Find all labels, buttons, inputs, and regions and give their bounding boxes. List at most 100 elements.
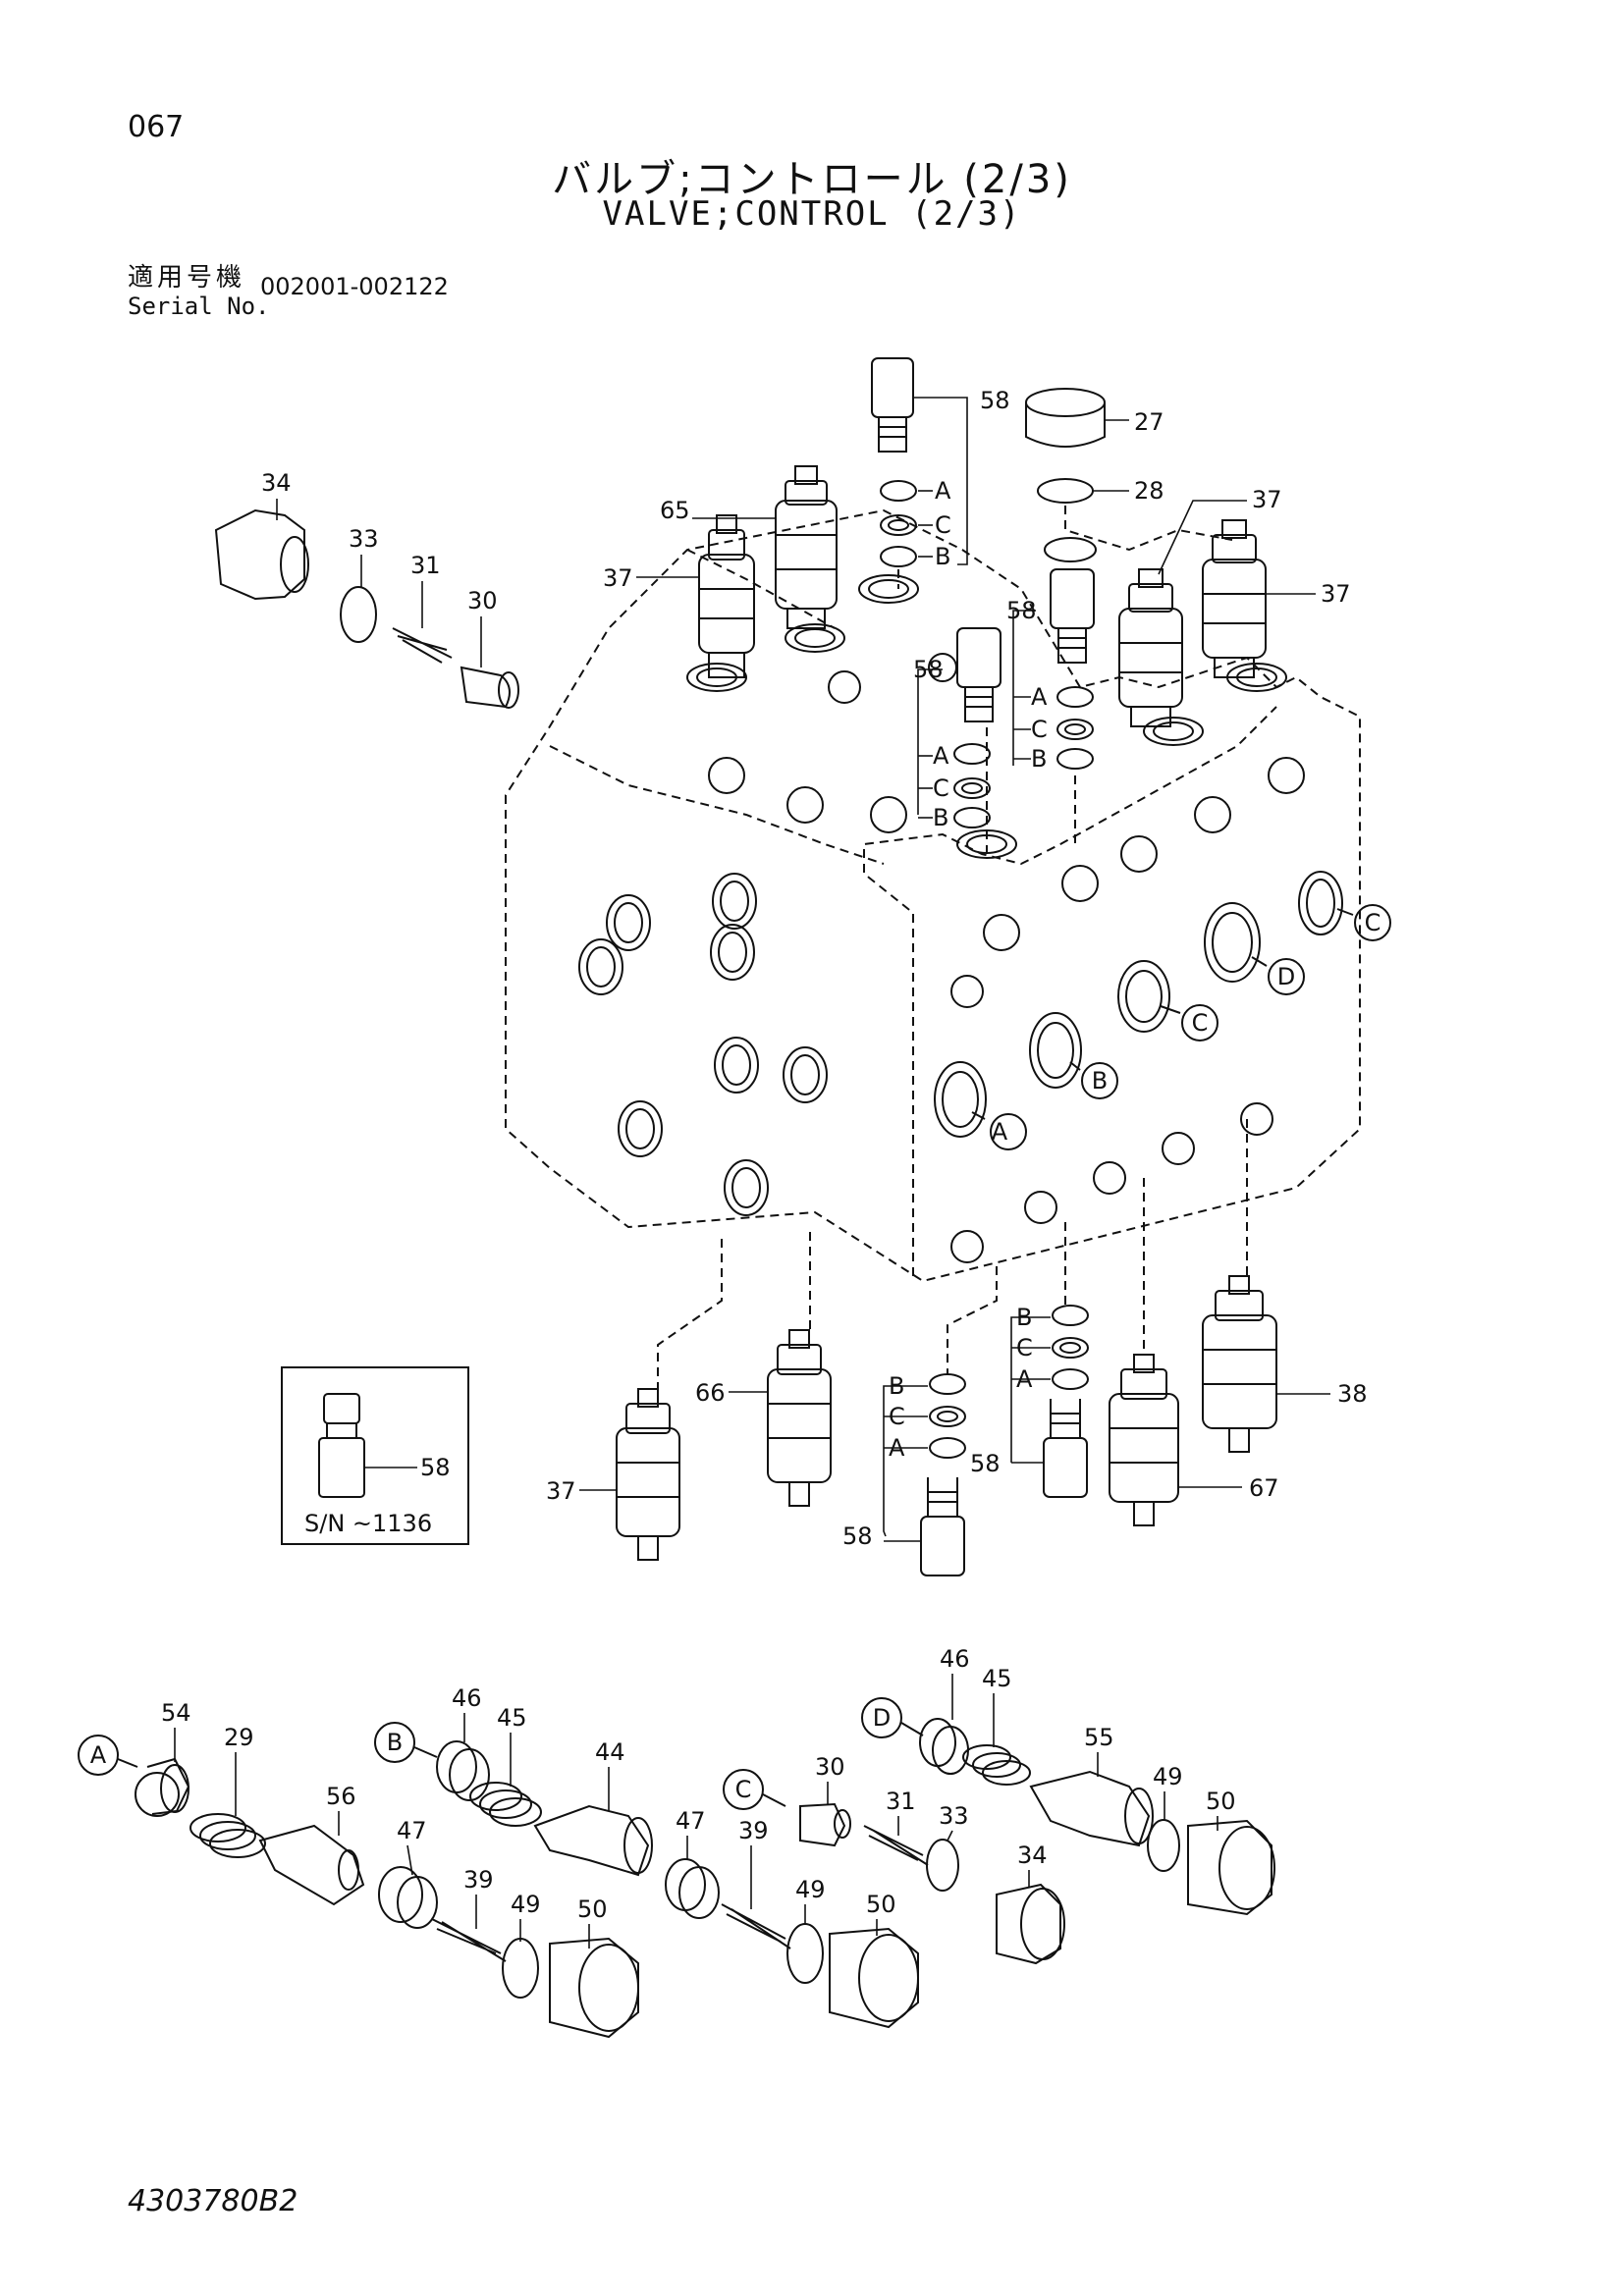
label-58-mid-1: 58 <box>1006 597 1037 624</box>
group-d-parts <box>919 1718 1275 1916</box>
label-58-mid-2: 58 <box>913 656 944 683</box>
relief-valve-65 <box>775 465 838 629</box>
label-56: 56 <box>326 1783 356 1810</box>
port-callout-d <box>1268 958 1305 995</box>
seal-b-mid1: B <box>1031 745 1047 773</box>
seal-a-top: A <box>935 477 951 505</box>
label-27: 27 <box>1134 408 1164 436</box>
seal-c-top: C <box>935 511 951 539</box>
seal-a-bottom2: A <box>1016 1365 1033 1393</box>
cap-27 <box>1025 388 1106 448</box>
leader-lines <box>174 397 1330 1949</box>
group-c-parts <box>799 1802 1065 1965</box>
port-callout-a <box>990 1113 1027 1150</box>
group-b-parts <box>436 1740 919 2029</box>
o-ring-33-top <box>340 586 377 643</box>
label-49-b: 49 <box>795 1876 826 1903</box>
seal-b-bottom1: B <box>889 1372 904 1400</box>
seal-b-bottom2: B <box>1016 1304 1032 1331</box>
label-38: 38 <box>1337 1380 1368 1408</box>
label-28: 28 <box>1134 477 1164 505</box>
page-number: 067 <box>128 110 185 144</box>
plug-58-bottom-1 <box>920 1477 965 1576</box>
valve-body <box>505 508 1361 1283</box>
label-50-d: 50 <box>1206 1788 1236 1815</box>
port-callout-b <box>1081 1062 1118 1099</box>
label-46-d: 46 <box>940 1645 970 1673</box>
seal-stack-top <box>880 480 1094 828</box>
seal-c-mid2: C <box>933 774 949 802</box>
relief-valve-38 <box>1202 1275 1277 1453</box>
port-callouts <box>971 904 1391 1150</box>
serial-label-english: Serial No. <box>128 293 270 320</box>
label-39-a: 39 <box>463 1866 494 1894</box>
label-58-top: 58 <box>980 387 1010 414</box>
poppet-30-top <box>460 666 519 709</box>
spring-31-top <box>392 627 453 664</box>
group-label-d: D <box>873 1704 891 1732</box>
plug-58-mid-1 <box>1050 568 1095 664</box>
label-34-c: 34 <box>1017 1842 1048 1869</box>
port-label-c: C <box>1365 909 1381 936</box>
group-callout-b <box>374 1722 415 1763</box>
relief-valve-37-right-1 <box>1118 568 1183 727</box>
label-31-c: 31 <box>886 1788 916 1815</box>
seal-c-bottom1: C <box>889 1403 905 1430</box>
port-callout-c <box>1354 904 1391 941</box>
group-callouts <box>78 1697 924 1810</box>
port-label-a: A <box>992 1118 1008 1146</box>
label-30-top: 30 <box>467 587 498 614</box>
seal-stack-bottom <box>929 1305 1089 1459</box>
plug-34-top <box>214 508 309 601</box>
title-english: VALVE;CONTROL (2/3) <box>602 194 1022 234</box>
label-31-top: 31 <box>410 552 441 579</box>
label-46-b: 46 <box>452 1684 482 1712</box>
label-45-d: 45 <box>982 1665 1012 1692</box>
port-label-d: D <box>1277 963 1295 990</box>
relief-valve-37-right-2 <box>1202 519 1267 678</box>
o-ring-28 <box>1037 478 1094 504</box>
label-55: 55 <box>1084 1724 1114 1751</box>
plug-58-bottom-2 <box>1043 1399 1088 1498</box>
label-66: 66 <box>695 1379 726 1407</box>
group-label-b: B <box>387 1729 403 1756</box>
label-37-right-1: 37 <box>1252 486 1282 513</box>
seal-a-bottom1: A <box>889 1434 905 1462</box>
inset-label-58: 58 <box>420 1454 451 1481</box>
group-callout-c <box>723 1769 764 1810</box>
label-33-top: 33 <box>349 525 379 553</box>
port-label-b: B <box>1092 1067 1108 1095</box>
label-58-bottom-1: 58 <box>842 1522 873 1550</box>
seal-a-mid2: A <box>933 742 949 770</box>
group-callout-a <box>78 1735 119 1776</box>
seal-c-bottom2: C <box>1016 1334 1033 1362</box>
group-label-a: A <box>90 1741 107 1769</box>
label-54: 54 <box>161 1699 191 1727</box>
dashed-leaders <box>657 506 1248 1389</box>
label-65: 65 <box>660 497 690 524</box>
seal-a-mid1: A <box>1031 683 1048 711</box>
serial-label-japanese: 適用号機 <box>128 263 246 293</box>
group-a-parts <box>135 1757 639 2039</box>
label-49-a: 49 <box>511 1891 541 1918</box>
title-japanese: バルブ;コントロール (2/3) <box>552 157 1072 202</box>
label-58-bottom-2: 58 <box>970 1450 1001 1477</box>
label-47-b: 47 <box>676 1807 706 1835</box>
label-50-a: 50 <box>577 1896 608 1923</box>
label-29: 29 <box>224 1724 254 1751</box>
group-callout-d <box>861 1697 902 1738</box>
label-50-b: 50 <box>866 1891 896 1918</box>
label-49-d: 49 <box>1153 1763 1183 1790</box>
label-39-b: 39 <box>738 1817 769 1844</box>
inset-box <box>281 1366 469 1545</box>
label-30-c: 30 <box>815 1753 845 1781</box>
plug-58-top <box>871 357 914 453</box>
seal-b-top: B <box>935 543 950 570</box>
label-37-left: 37 <box>603 564 633 592</box>
relief-valve-37-left <box>698 514 755 678</box>
port-callout-c2 <box>1181 1004 1218 1041</box>
label-44: 44 <box>595 1738 625 1766</box>
label-67: 67 <box>1249 1474 1279 1502</box>
label-34-top: 34 <box>261 469 292 497</box>
serial-range: 002001-002122 <box>260 273 449 300</box>
